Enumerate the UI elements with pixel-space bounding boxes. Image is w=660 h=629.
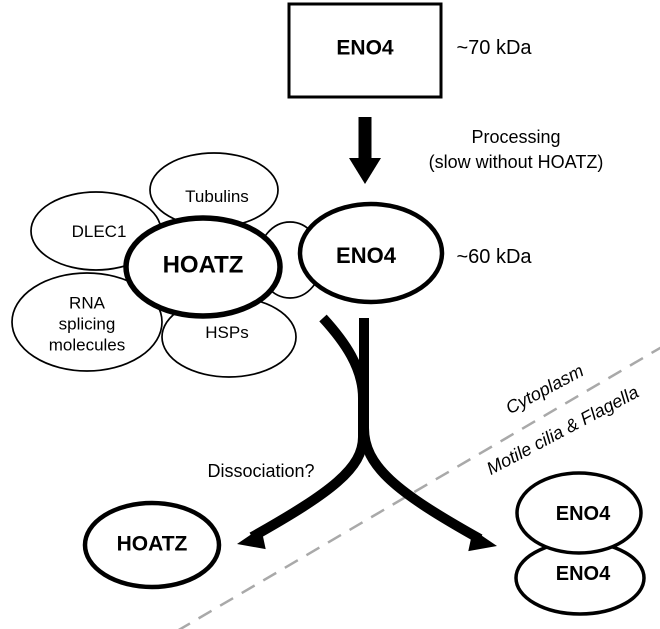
hoatz-complex-label: HOATZ [162,251,244,279]
free-hoatz-ellipse [82,500,222,590]
precursor-eno4-label: ENO4 [336,36,394,60]
dimer-bottom-label: ENO4 [555,563,611,585]
processed-eno4-ellipse [297,201,445,305]
hoatz-complex-ellipse [123,215,283,319]
arrow-to-eno4-dimer-head [468,529,497,552]
processing-caption-line2: (slow without HOATZ) [428,152,604,172]
processing-arrow-head [349,158,381,184]
precursor-eno4-box [287,2,443,99]
dissociation-label: Dissociation? [207,461,315,482]
processed-mass-label: ~60 kDa [456,246,532,268]
partner-dlec1-label: DLEC1 [71,221,127,241]
dimer-top-ellipse [515,471,643,555]
partner-tubulins-label: Tubulins [185,186,249,206]
processing-arrow [349,117,381,184]
precursor-mass-label: ~70 kDa [456,37,532,59]
processing-caption-line1: Processing [471,127,561,147]
dimer-top-label: ENO4 [555,503,611,525]
processed-eno4-label: ENO4 [336,242,396,268]
arrow-to-free-hoatz-head [237,527,266,550]
arrow-to-eno4-dimer-curve [359,318,483,544]
membrane-boundary-dashed-line [177,346,660,629]
partner-ellipse-rna-splicing [11,272,163,372]
processing-caption: Processing (slow without HOATZ) [429,125,604,175]
arrow-to-eno4-dimer [359,318,497,552]
partner-hsps-label: HSPs [205,322,249,342]
free-hoatz-label: HOATZ [116,532,188,556]
partner-rna-splicing-label: RNA splicing molecules [48,293,126,355]
